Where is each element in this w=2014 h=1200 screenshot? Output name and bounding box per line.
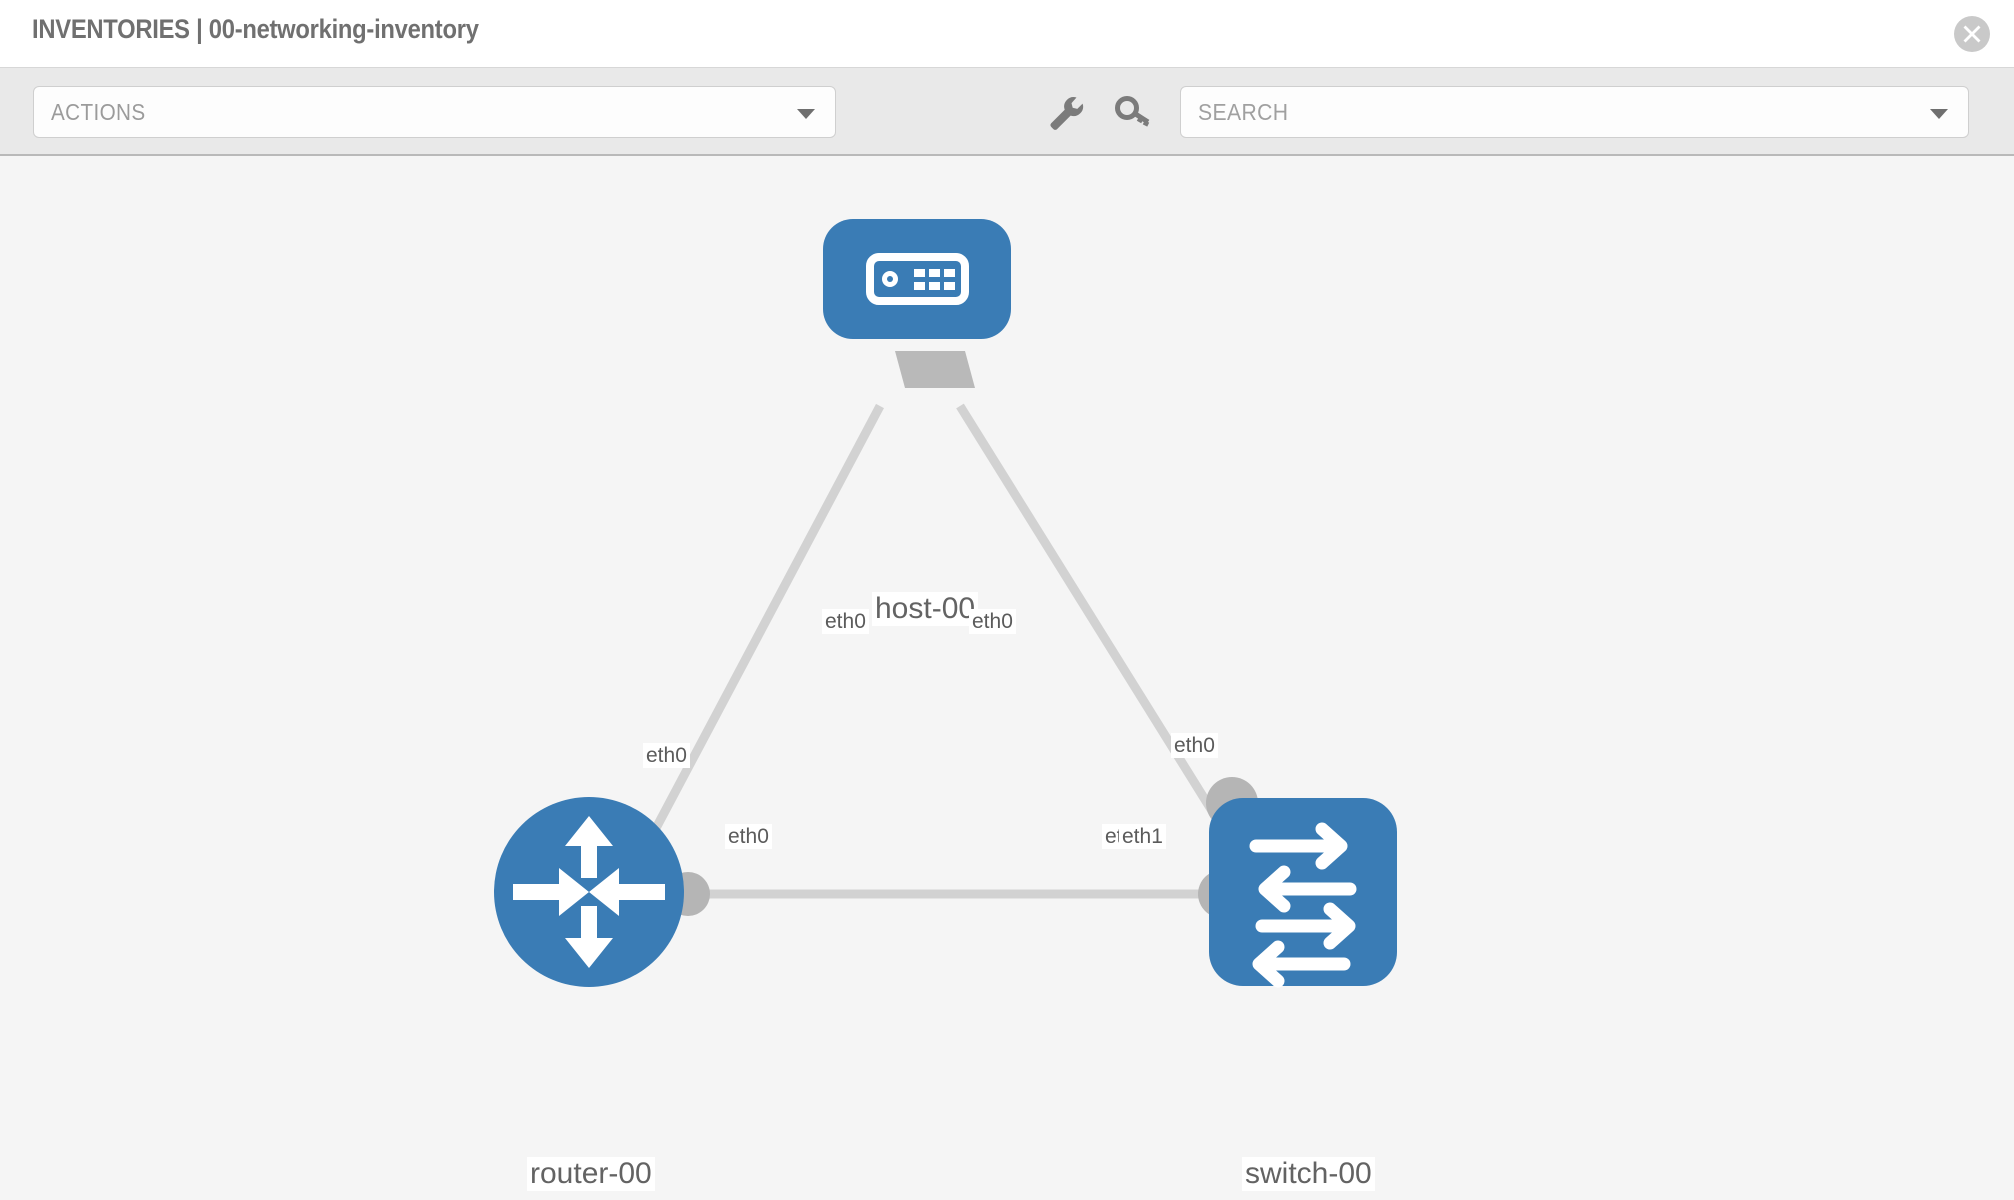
server-appliance-icon bbox=[866, 253, 969, 305]
interface-label-host00-eth0-left[interactable]: eth0 bbox=[822, 609, 869, 634]
topology-graph bbox=[494, 219, 1397, 988]
search-placeholder: SEARCH bbox=[1198, 99, 1289, 125]
node-switch-00[interactable] bbox=[1209, 798, 1397, 988]
page-title: INVENTORIES | 00-networking-inventory bbox=[32, 14, 479, 44]
interface-label-switch00-eth0-uplink[interactable]: eth0 bbox=[1171, 733, 1218, 758]
node-label-router-00[interactable]: router-00 bbox=[527, 1157, 655, 1191]
link-host00-router00[interactable] bbox=[616, 403, 884, 899]
actions-dropdown-label: ACTIONS bbox=[51, 99, 146, 125]
chevron-down-icon bbox=[797, 109, 815, 119]
node-label-host-00[interactable]: host-00 bbox=[872, 592, 979, 626]
actions-dropdown[interactable]: ACTIONS bbox=[33, 86, 836, 138]
node-host-00[interactable] bbox=[823, 219, 1011, 339]
interface-nub-host00[interactable] bbox=[895, 351, 975, 388]
page-header: INVENTORIES | 00-networking-inventory bbox=[0, 0, 2014, 68]
close-icon[interactable] bbox=[1954, 16, 1990, 52]
search-input[interactable]: SEARCH bbox=[1180, 86, 1969, 138]
interface-label-router00-eth0[interactable]: eth0 bbox=[725, 824, 772, 849]
four-way-arrows-icon bbox=[513, 816, 665, 968]
interface-label-host00-eth0-right[interactable]: eth0 bbox=[969, 609, 1016, 634]
node-label-switch-00[interactable]: switch-00 bbox=[1242, 1157, 1375, 1191]
link-layer bbox=[616, 403, 1269, 899]
interface-label-switch00-eth1[interactable]: eth1 bbox=[1119, 824, 1166, 849]
key-icon[interactable] bbox=[1114, 94, 1154, 132]
chevron-down-icon[interactable] bbox=[1930, 109, 1948, 119]
toolbar: ACTIONS SEARCH bbox=[0, 68, 2014, 156]
bidirectional-arrows-icon bbox=[1249, 822, 1357, 988]
interface-label-router00-eth0-uplink[interactable]: eth0 bbox=[643, 743, 690, 768]
node-router-00[interactable] bbox=[494, 797, 684, 987]
topology-canvas[interactable]: host-00 router-00 switch-00 eth0 eth0 et… bbox=[0, 156, 2014, 1200]
wrench-icon[interactable] bbox=[1046, 94, 1086, 132]
